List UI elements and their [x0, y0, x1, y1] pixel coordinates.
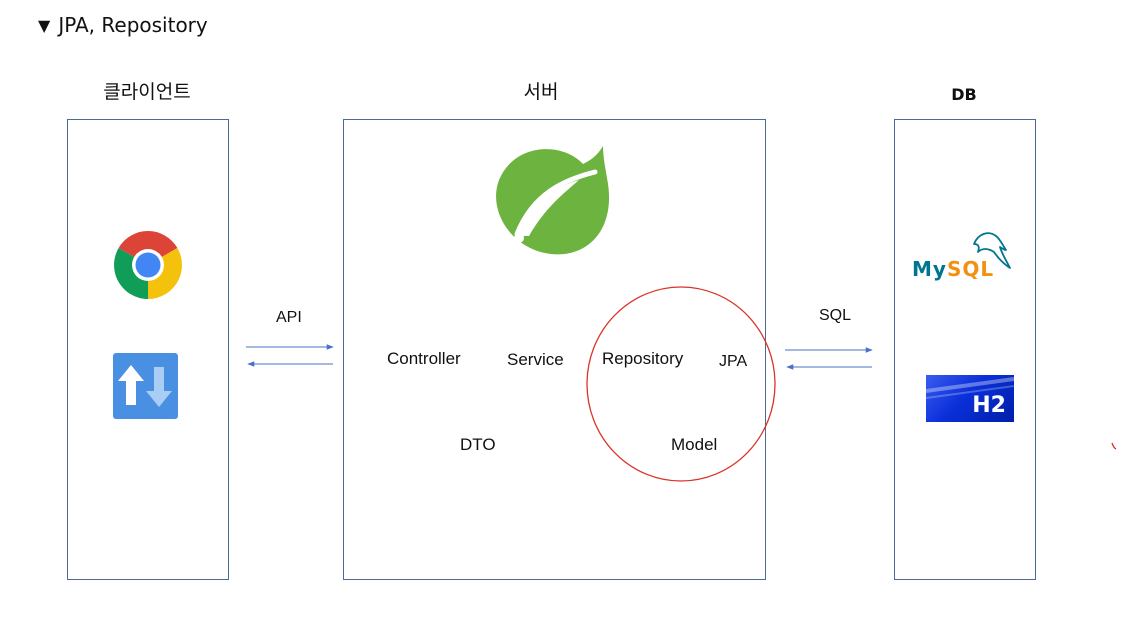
db-column-title: DB — [951, 85, 977, 104]
api-label: API — [276, 309, 302, 326]
chrome-icon — [114, 231, 182, 299]
db-box — [894, 119, 1036, 580]
upload-download-icon — [113, 353, 178, 419]
section-heading[interactable]: ▼ JPA, Repository — [38, 12, 208, 39]
sql-label: SQL — [819, 307, 852, 324]
client-column-title: 클라이언트 — [103, 81, 191, 103]
server-box — [343, 119, 766, 580]
controller-label: Controller — [387, 349, 461, 368]
h2-logo-stripes — [926, 377, 1014, 399]
h2-logo-text: H2 — [972, 393, 1006, 418]
h2-logo-icon: H2 — [926, 375, 1014, 422]
dolphin-icon — [973, 232, 1011, 269]
dto-label: DTO — [460, 435, 496, 454]
spring-leaf-icon — [496, 146, 610, 255]
model-label: Model — [671, 435, 718, 454]
collapse-toggle-icon[interactable]: ▼ — [38, 16, 51, 35]
repository-highlight-circle — [586, 286, 776, 482]
jpa-label: JPA — [719, 353, 748, 370]
repository-label: Repository — [602, 349, 684, 368]
mysql-logo-icon: MySQL — [912, 226, 1012, 286]
mysql-logo-text-my: My — [912, 257, 947, 281]
server-column-title: 서버 — [523, 81, 559, 103]
service-label: Service — [507, 350, 564, 369]
mysql-logo-text-sql: SQL — [946, 257, 995, 281]
annotation-mark — [1111, 442, 1117, 450]
section-heading-text: JPA, Repository — [58, 13, 208, 37]
client-box — [67, 119, 229, 580]
